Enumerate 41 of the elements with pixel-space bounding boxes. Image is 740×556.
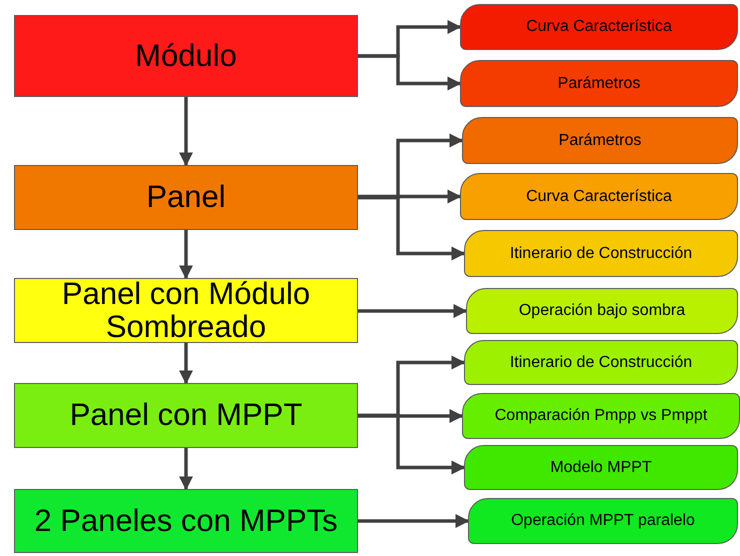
arrow [358,409,464,423]
node-label: Itinerario de Construcción [510,354,692,372]
node-label: Parámetros [558,74,640,92]
arrow [358,414,466,474]
result-box [460,60,738,107]
arrow [358,54,462,90]
process-box [14,165,358,230]
process-box [14,15,358,97]
node-label: Panel [146,181,226,214]
process-box [14,278,358,343]
node-label: Operación MPPT paralelo [511,512,695,530]
arrow [358,196,466,260]
arrow [358,514,470,528]
result-box [462,393,740,439]
result-box [468,498,738,544]
node-label: 2 Paneles con MPPTs [34,504,338,538]
node-label: Parámetros [558,132,642,150]
arrow [179,97,193,166]
node-label: Curva Característica [526,18,672,36]
arrow [179,230,193,280]
result-box [464,445,738,490]
node-label: Módulo [135,40,237,72]
node-label: Modelo MPPT [550,458,652,476]
node-label: Panel con Módulo Sombreado [60,278,312,344]
node-label: Comparación Pmpp vs Pmppt [494,407,708,425]
result-box [460,173,738,220]
result-box [462,117,738,164]
node-label: Curva Característica [526,188,672,206]
process-box [14,383,358,448]
process-box [14,489,358,553]
node-label: Operación bajo sombra [518,302,686,320]
arrow [358,304,468,318]
node-label: Panel con MPPT [70,399,302,432]
result-box [466,288,738,334]
arrow [179,343,193,384]
result-box [460,4,738,50]
result-box [464,340,738,385]
arrow [358,190,462,204]
node-label: Itinerario de Construcción [510,244,692,262]
result-box [464,230,738,277]
arrow [179,448,193,490]
